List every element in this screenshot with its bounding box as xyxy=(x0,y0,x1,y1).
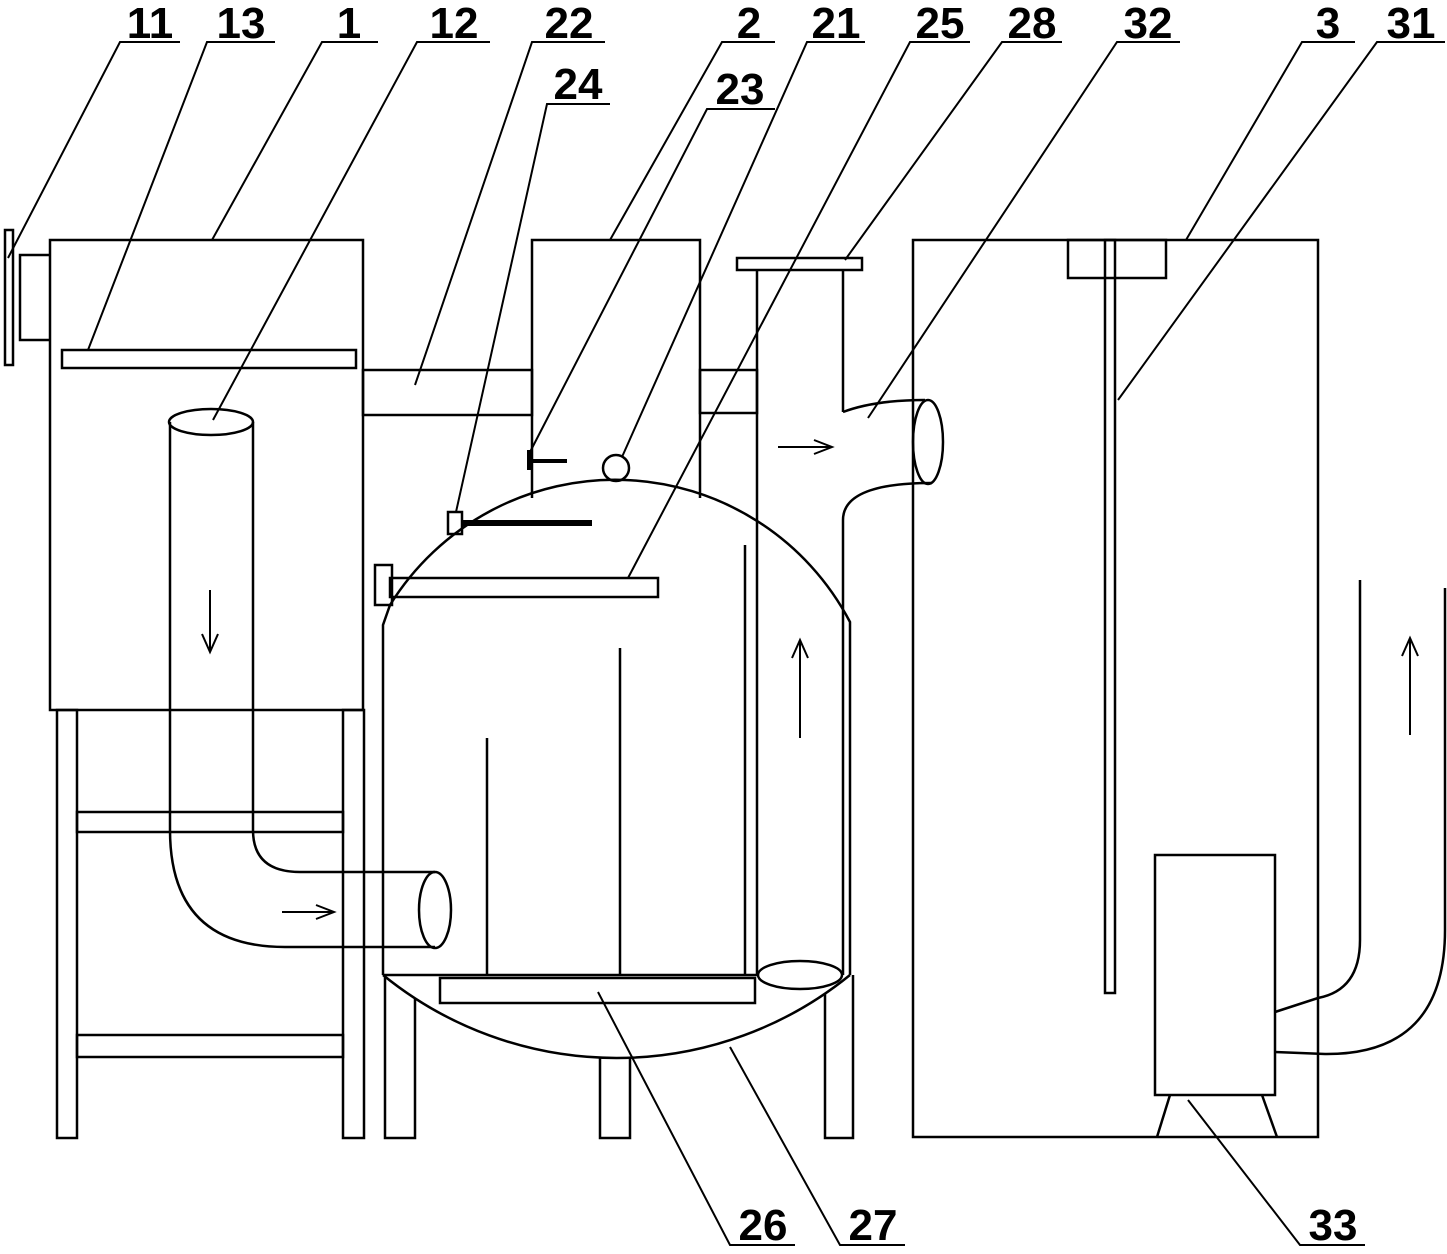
tank-1-upper-crossbar xyxy=(75,810,345,834)
connector-pipe-22 xyxy=(361,368,534,417)
tank-3 xyxy=(911,238,1447,1139)
leader-21 xyxy=(621,41,865,458)
vessel-middle-leg xyxy=(598,1058,632,1140)
plate-25 xyxy=(388,576,660,599)
leader-33 xyxy=(1187,1099,1365,1246)
label-28: 28 xyxy=(1008,0,1057,48)
pump-support-33-right xyxy=(1260,1094,1279,1138)
leader-26 xyxy=(597,991,795,1246)
outlet-pipe-inner-wall xyxy=(1274,580,1362,1014)
label-23: 23 xyxy=(716,65,765,114)
component-21 xyxy=(601,453,631,483)
tank-1 xyxy=(3,228,366,1140)
label-24: 24 xyxy=(554,60,603,109)
tank-1-body xyxy=(48,238,365,712)
label-3: 3 xyxy=(1316,0,1340,48)
leader-27 xyxy=(729,1046,905,1246)
vessel xyxy=(373,450,855,1140)
label-13: 13 xyxy=(217,0,266,48)
leader-13 xyxy=(87,41,275,351)
vessel-left-leg xyxy=(383,977,417,1140)
label-33: 33 xyxy=(1309,1201,1358,1250)
pipe-12 xyxy=(167,407,453,950)
pipe-12-inner-wall xyxy=(251,422,435,874)
elbow-pipe-32 xyxy=(841,398,945,521)
component-23 xyxy=(527,450,567,470)
leader-3 xyxy=(1185,41,1355,241)
label-12: 12 xyxy=(430,0,479,48)
label-21: 21 xyxy=(812,0,861,48)
flow-arrow-up-outlet xyxy=(1401,635,1419,735)
reference-numerals: 11 13 1 12 22 2 21 25 28 32 3 31 24 23 2… xyxy=(127,0,1436,1250)
label-22: 22 xyxy=(545,0,594,48)
leader-11 xyxy=(7,41,180,259)
label-27: 27 xyxy=(849,1201,898,1250)
label-25: 25 xyxy=(916,0,965,48)
pipe-28-bottom-opening xyxy=(756,959,844,991)
pipe-28 xyxy=(735,256,864,991)
vessel-right-leg xyxy=(823,975,855,1140)
component-24 xyxy=(446,510,592,536)
vessel-shell xyxy=(381,478,852,975)
flow-arrow-up-pipe-28 xyxy=(791,637,809,738)
column-2 xyxy=(530,238,702,498)
leader-lines xyxy=(7,41,1445,1246)
plate-25-mount xyxy=(373,563,394,607)
leader-24 xyxy=(455,103,610,513)
plate-26 xyxy=(438,976,757,1005)
leader-23 xyxy=(529,108,775,453)
leader-32 xyxy=(867,41,1180,419)
rod-31 xyxy=(1103,238,1117,995)
leader-2 xyxy=(609,41,775,241)
label-31: 31 xyxy=(1387,0,1436,48)
pipe-12-outlet-opening xyxy=(417,870,453,950)
inlet-pipe xyxy=(18,253,50,342)
flow-arrow-right-pipe-28 xyxy=(778,439,835,455)
flow-arrow-right xyxy=(282,904,337,920)
pipe-12-top-opening xyxy=(167,407,255,437)
label-2: 2 xyxy=(737,0,761,48)
pipe-28-flange xyxy=(735,256,864,272)
tank-3-top-fitting xyxy=(1066,238,1168,280)
tank-1-lower-crossbar xyxy=(75,1033,345,1059)
leader-31 xyxy=(1117,41,1445,401)
elbow-32-opening xyxy=(911,398,945,486)
connector-pipe-right xyxy=(698,368,759,415)
label-11: 11 xyxy=(127,0,174,48)
outlet-pipe-outer-wall xyxy=(1274,588,1447,1056)
tank-1-right-leg xyxy=(341,708,366,1140)
label-32: 32 xyxy=(1124,0,1173,48)
label-1: 1 xyxy=(337,0,361,48)
inlet-flange xyxy=(3,228,15,367)
leader-1 xyxy=(211,41,378,241)
tank-1-left-leg xyxy=(55,708,79,1140)
vessel-bottom-27 xyxy=(382,974,851,1060)
leader-28 xyxy=(844,41,1062,261)
pump-support-33-left xyxy=(1155,1094,1172,1138)
leader-12 xyxy=(212,41,490,421)
pump-box xyxy=(1153,853,1277,1097)
leader-22 xyxy=(414,41,605,386)
label-26: 26 xyxy=(739,1201,788,1250)
elbow-32-top-wall xyxy=(842,398,926,414)
flow-arrow-down xyxy=(201,590,219,655)
plate-13 xyxy=(60,348,358,370)
pipe-12-outer-wall xyxy=(168,422,435,949)
elbow-32-bottom-wall xyxy=(841,481,933,521)
leader-25 xyxy=(627,41,970,579)
